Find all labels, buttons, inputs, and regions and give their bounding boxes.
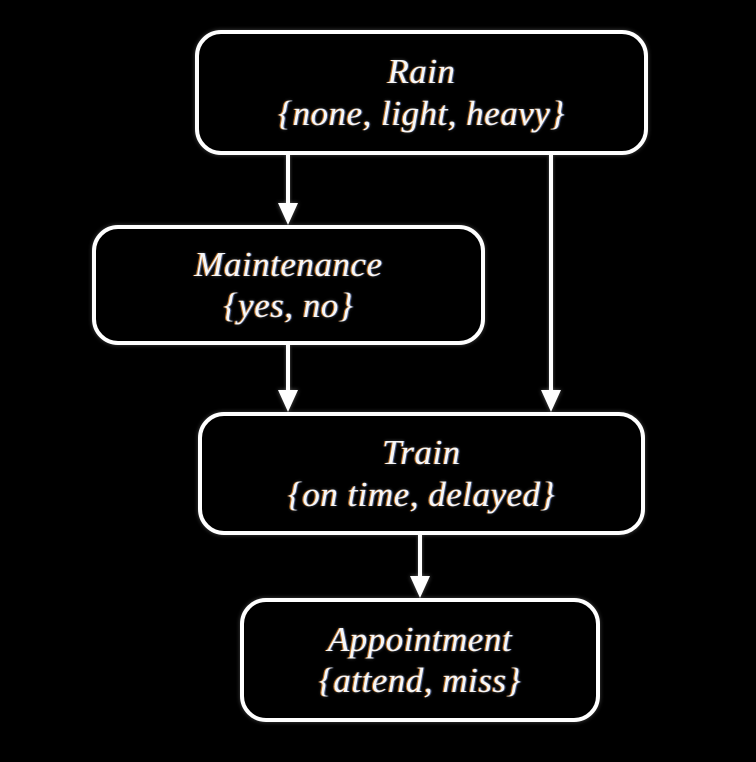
node-maintenance-states: {yes, no}: [223, 286, 354, 325]
edge-train-to-appointment: [400, 535, 440, 598]
edge-shaft: [549, 155, 553, 392]
edge-shaft: [286, 345, 290, 392]
node-appointment-states: {attend, miss}: [318, 661, 522, 700]
node-appointment-title: Appointment: [327, 619, 513, 659]
arrowhead-icon: [541, 390, 561, 412]
edge-rain-to-train: [531, 155, 571, 412]
node-rain[interactable]: Rain {none, light, heavy}: [195, 30, 648, 155]
node-rain-title: Rain: [387, 52, 456, 92]
node-maintenance-title: Maintenance: [194, 244, 383, 284]
node-train[interactable]: Train {on time, delayed}: [198, 412, 645, 535]
arrowhead-icon: [410, 576, 430, 598]
edge-maintenance-to-train: [268, 345, 308, 412]
node-appointment[interactable]: Appointment {attend, miss}: [240, 598, 600, 722]
node-rain-states: {none, light, heavy}: [278, 93, 565, 133]
edge-rain-to-maintenance: [268, 155, 308, 225]
arrowhead-icon: [278, 390, 298, 412]
node-train-title: Train: [382, 433, 461, 473]
arrowhead-icon: [278, 203, 298, 225]
edge-shaft: [418, 535, 422, 578]
node-maintenance[interactable]: Maintenance {yes, no}: [92, 225, 485, 345]
edge-shaft: [286, 155, 290, 205]
node-train-states: {on time, delayed}: [287, 474, 556, 514]
